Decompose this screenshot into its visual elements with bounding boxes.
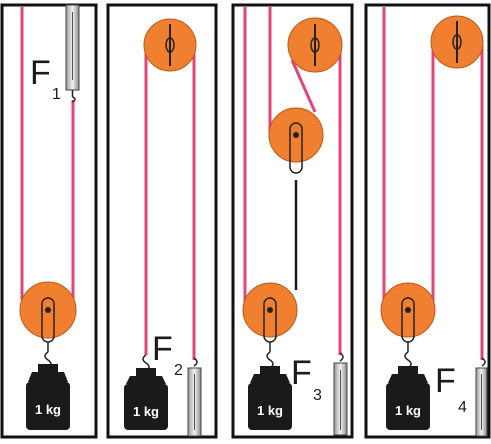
middle-pulley <box>268 107 324 174</box>
mass-label: 1 kg <box>35 402 61 417</box>
hook <box>266 342 274 369</box>
panel-1: 1 kg F 1 <box>0 3 98 439</box>
panel-4: 1 kg F 4 <box>364 3 491 439</box>
mass-label: 1 kg <box>257 403 283 418</box>
spring-scale <box>333 352 348 436</box>
svg-text:F: F <box>30 54 51 92</box>
rope-segment <box>290 59 317 113</box>
svg-text:1: 1 <box>52 86 61 103</box>
spring-scale <box>187 357 202 437</box>
force-label: F 3 <box>291 354 322 404</box>
svg-text:F: F <box>291 354 312 392</box>
force-label: F 1 <box>30 54 61 103</box>
svg-text:F: F <box>152 330 173 368</box>
panel-frame <box>364 3 491 439</box>
mass-label: 1 kg <box>133 404 159 419</box>
hook <box>404 342 412 369</box>
force-label: F 4 <box>435 362 467 416</box>
weight: 1 kg <box>248 366 292 430</box>
movable-pulley <box>242 282 298 343</box>
mass-label: 1 kg <box>395 403 421 418</box>
movable-pulley <box>19 281 77 343</box>
weight: 1 kg <box>124 368 168 430</box>
movable-pulley <box>380 282 436 343</box>
svg-text:2: 2 <box>174 362 183 379</box>
svg-text:F: F <box>435 362 456 400</box>
fixed-pulley <box>143 18 197 72</box>
panel-frame <box>0 3 98 439</box>
weight: 1 kg <box>386 366 430 430</box>
panel-3: 1 kg F 3 <box>231 3 354 439</box>
svg-text:3: 3 <box>313 387 322 404</box>
spring-scale <box>65 4 80 103</box>
panel-frame <box>106 3 218 439</box>
svg-text:4: 4 <box>458 399 467 416</box>
fixed-pulley <box>430 15 484 69</box>
panel-2: 1 kg F 2 <box>106 3 218 439</box>
fixed-pulley <box>287 17 343 73</box>
spring-scale <box>475 357 488 437</box>
weight: 1 kg <box>26 364 70 430</box>
force-label: F 2 <box>152 330 183 379</box>
panel-frame <box>231 3 354 439</box>
